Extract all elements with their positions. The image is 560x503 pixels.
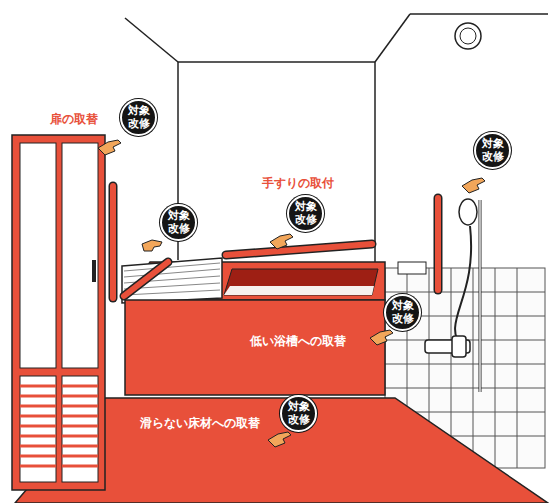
badge-text: 対象 改修 — [167, 210, 191, 234]
item-label: 扉の取替 — [50, 112, 98, 126]
target-badge: 対象 改修 — [384, 294, 421, 331]
target-badge: 対象 改修 — [120, 99, 157, 136]
badge-text: 対象 改修 — [127, 105, 151, 129]
item-label: 滑らない床材への取替 — [140, 416, 260, 430]
target-badge: 対象 改修 — [287, 195, 324, 232]
badge-text: 対象 改修 — [481, 138, 505, 162]
badge-text: 対象 改修 — [294, 201, 318, 225]
item-label: 手すりの取付 — [262, 176, 334, 190]
target-badge: 対象 改修 — [160, 204, 197, 241]
target-badge: 対象 改修 — [474, 132, 511, 169]
badge-text: 対象 改修 — [391, 300, 415, 324]
item-label: 低い浴槽への取替 — [250, 334, 346, 348]
badge-text: 対象 改修 — [287, 401, 311, 425]
target-badge: 対象 改修 — [280, 395, 317, 432]
